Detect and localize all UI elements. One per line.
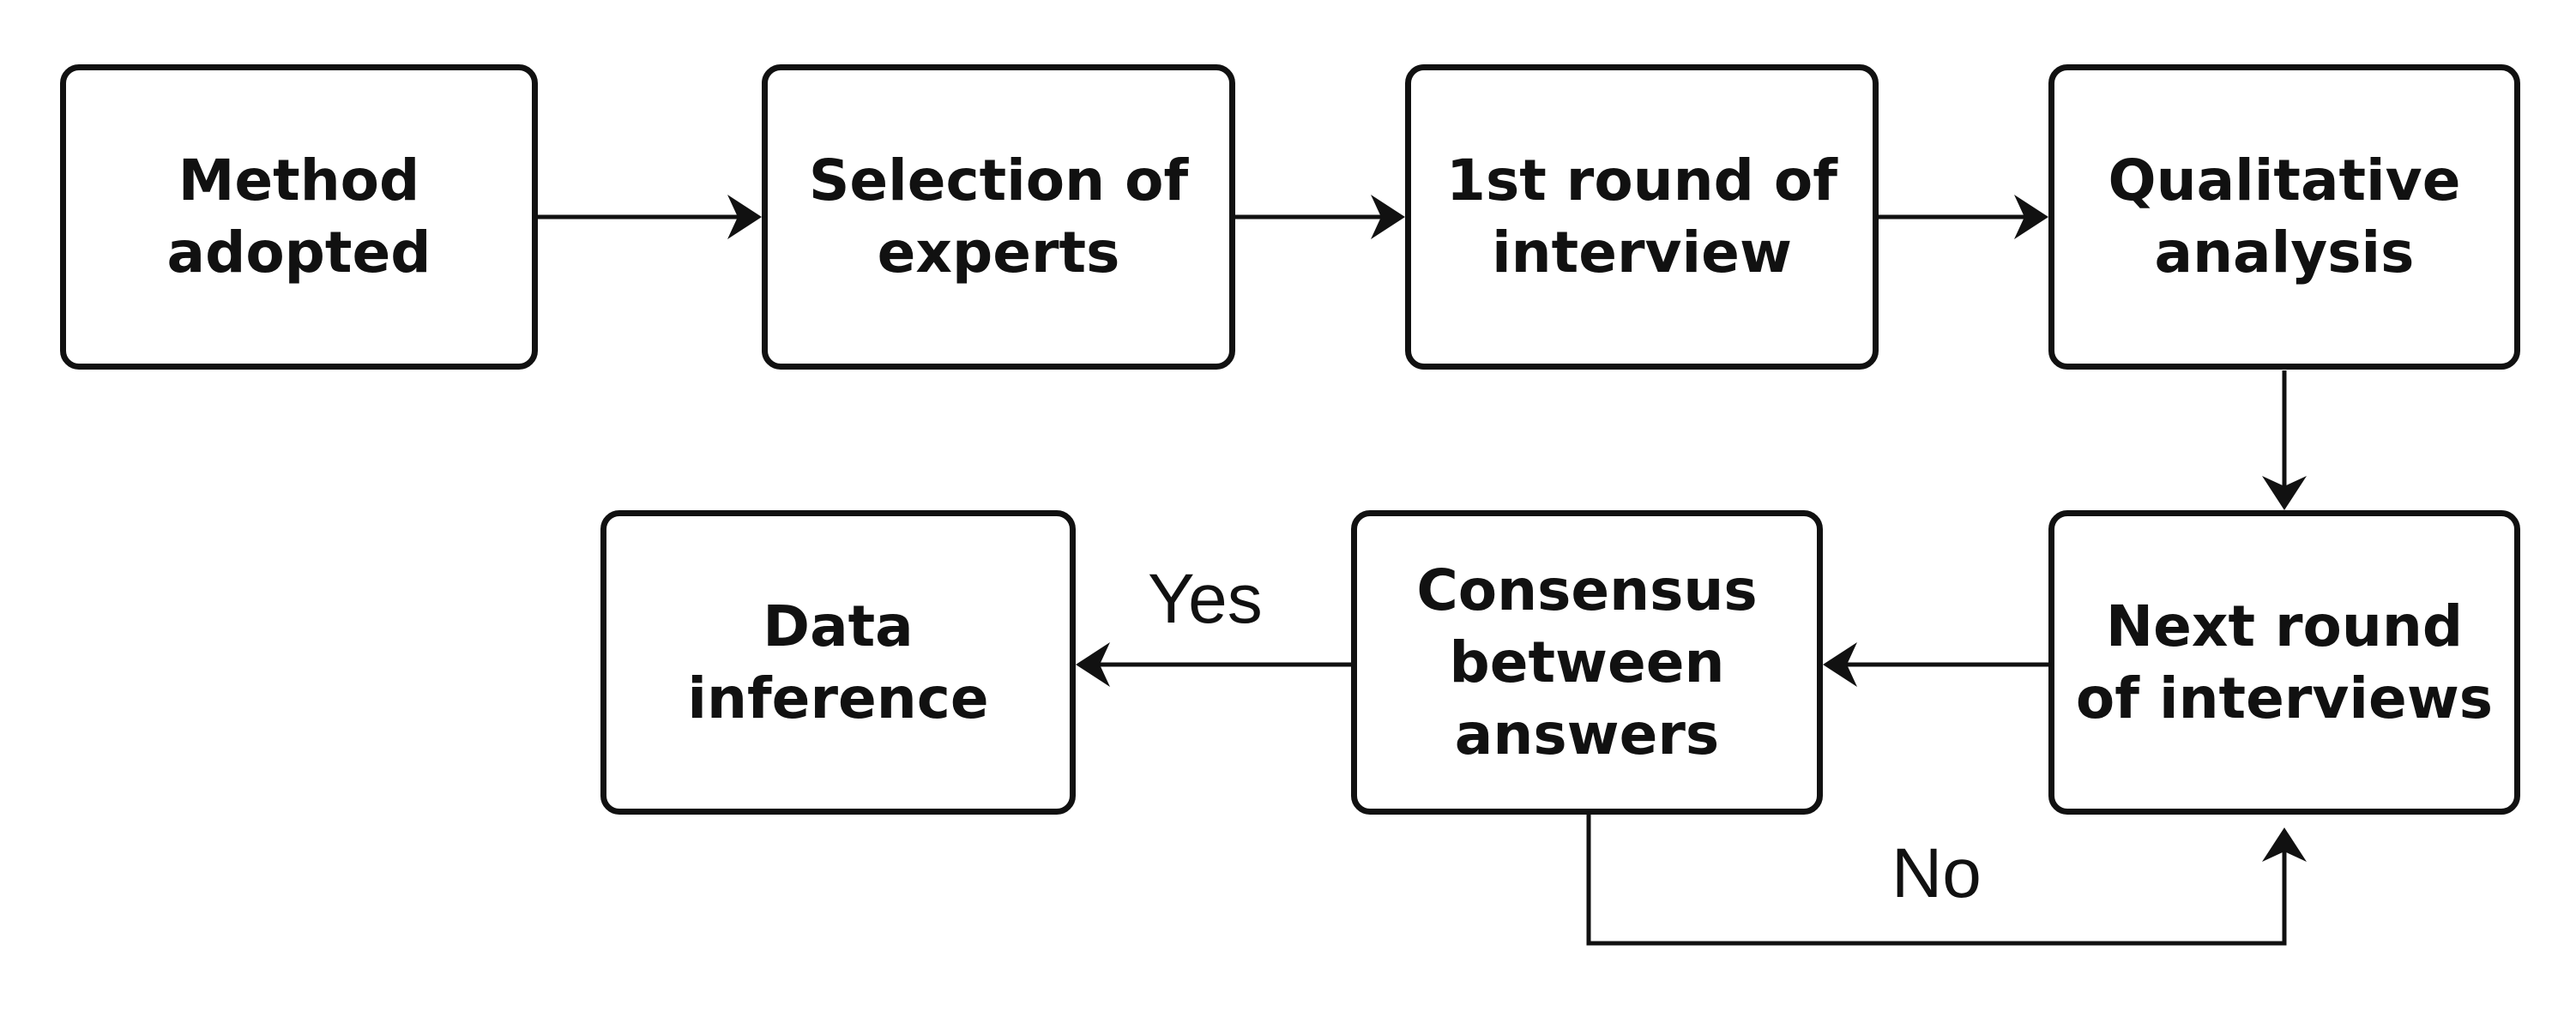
node-method-adopted-label: Method adopted: [166, 147, 431, 286]
arrow-next-round-to-consensus: [1823, 642, 2050, 687]
arrow-consensus-to-data-inference: [1076, 642, 1351, 687]
node-first-round-interview-label: 1st round of interview: [1446, 147, 1837, 286]
edge-label-no: No: [1891, 834, 1982, 912]
node-qualitative-analysis-label: Qualitative analysis: [2108, 147, 2461, 286]
arrow-selection-to-first-round: [1235, 195, 1405, 239]
node-qualitative-analysis: Qualitative analysis: [2048, 64, 2520, 370]
arrow-qualitative-to-next-round: [2262, 370, 2307, 510]
node-next-round-interviews-label: Next round of interviews: [2075, 593, 2494, 731]
node-selection-of-experts-label: Selection of experts: [808, 147, 1189, 286]
arrow-method-to-selection: [538, 195, 762, 239]
node-selection-of-experts: Selection of experts: [762, 64, 1235, 370]
arrow-consensus-no-loop: [1586, 815, 2307, 946]
edge-label-yes: Yes: [1148, 560, 1263, 638]
node-data-inference: Data inference: [600, 510, 1076, 815]
arrow-first-round-to-qualitative: [1879, 195, 2048, 239]
node-consensus-between-answers-label: Consensus between answers: [1416, 557, 1758, 767]
node-first-round-interview: 1st round of interview: [1405, 64, 1879, 370]
node-consensus-between-answers: Consensus between answers: [1351, 510, 1823, 815]
node-data-inference-label: Data inference: [687, 593, 989, 731]
node-next-round-interviews: Next round of interviews: [2048, 510, 2520, 815]
node-method-adopted: Method adopted: [60, 64, 538, 370]
